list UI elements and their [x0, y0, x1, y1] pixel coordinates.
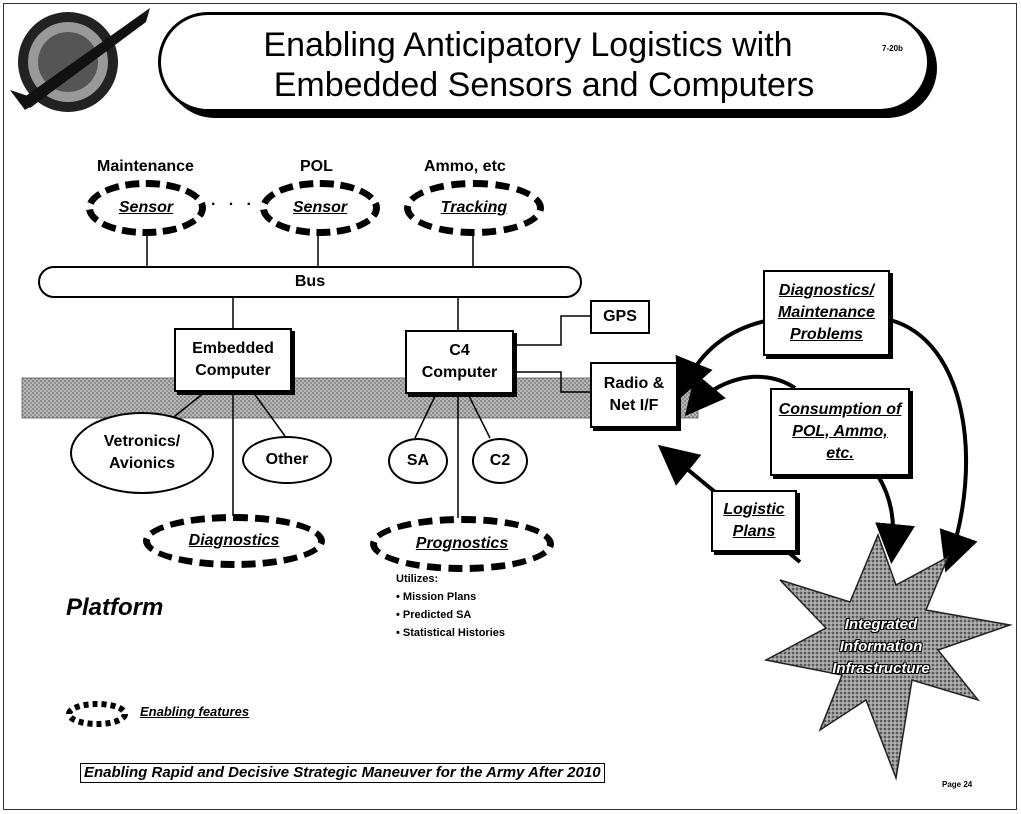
utilizes-block: Utilizes: • Mission Plans • Predicted SA…	[396, 570, 505, 642]
maintenance-label: Maintenance	[97, 158, 194, 175]
prognostics-oval: Prognostics	[370, 516, 554, 572]
maintenance-sensor-oval: Sensor	[86, 180, 206, 236]
embedded-computer-box: Embedded Computer	[174, 328, 292, 392]
bus-label: Bus	[294, 273, 326, 290]
arrow-diag-to-infra	[889, 318, 978, 573]
consumption-box: Consumption of POL, Ammo, etc.	[770, 388, 910, 476]
platform-label: Platform	[66, 594, 164, 621]
sa-oval: SA	[388, 438, 448, 484]
legend-label: Enabling features	[140, 704, 250, 719]
diagnostics-oval: Diagnostics	[143, 514, 325, 568]
radio-label: Radio & Net I/F	[603, 375, 665, 414]
maintenance-sensor-label: Sensor	[118, 199, 174, 216]
diagnostics-maintenance-box: Diagnostics/ Maintenance Problems	[763, 270, 890, 356]
tracking-oval: Tracking	[404, 180, 544, 236]
title-line-1: Enabling Anticipatory Logistics with	[263, 26, 793, 64]
gps-label: GPS	[603, 308, 637, 325]
legend-oval	[66, 701, 128, 727]
utilizes-item: • Mission Plans	[396, 591, 477, 603]
title-line-2: Embedded Sensors and Computers	[273, 66, 815, 104]
c4-computer-label: C4 Computer	[421, 342, 498, 381]
pol-label: POL	[300, 158, 333, 175]
gps-box: GPS	[590, 300, 650, 334]
diagnostics-maintenance-label: Diagnostics/ Maintenance Problems	[778, 282, 875, 343]
vetronics-oval: Vetronics/ Avionics	[70, 412, 214, 494]
bus-bar: Bus	[38, 266, 582, 298]
c2-oval: C2	[472, 438, 528, 484]
infrastructure-label: Integrated Information Infrastructure	[832, 616, 930, 677]
slide-code: 7-20b	[882, 44, 903, 53]
logistic-plans-label: Logistic Plans	[723, 501, 785, 540]
ammo-label: Ammo, etc	[424, 158, 506, 175]
pol-sensor-oval: Sensor	[260, 180, 380, 236]
utilizes-item: • Predicted SA	[396, 609, 472, 621]
logo-seal	[10, 8, 150, 112]
logistic-plans-box: Logistic Plans	[711, 490, 797, 552]
c4-computer-box: C4 Computer	[405, 330, 514, 394]
prognostics-label: Prognostics	[415, 535, 509, 552]
c2-label: C2	[489, 452, 511, 469]
title-box	[158, 12, 930, 112]
radio-box: Radio & Net I/F	[590, 362, 678, 428]
diagnostics-label: Diagnostics	[188, 532, 280, 549]
page-number: Page 24	[942, 780, 973, 789]
pol-sensor-label: Sensor	[292, 199, 348, 216]
tracking-label: Tracking	[440, 199, 508, 216]
ellipsis-dots: · · ·	[211, 196, 256, 213]
slide-frame	[3, 3, 1017, 810]
footer-banner: Enabling Rapid and Decisive Strategic Ma…	[80, 763, 605, 783]
other-oval: Other	[242, 436, 332, 484]
vetronics-label: Vetronics/ Avionics	[103, 433, 181, 472]
arrow-cons-to-infra	[875, 474, 915, 564]
connector-lines	[146, 236, 590, 518]
utilizes-item: • Statistical Histories	[396, 627, 506, 639]
platform-band	[21, 377, 699, 419]
arrow-cons-to-radio	[684, 372, 797, 417]
utilizes-heading: Utilizes:	[396, 573, 439, 585]
other-label: Other	[265, 451, 309, 468]
sa-label: SA	[406, 452, 430, 469]
embedded-computer-label: Embedded Computer	[192, 340, 274, 379]
consumption-label: Consumption of POL, Ammo, etc.	[778, 401, 902, 462]
infrastructure-star	[763, 532, 1013, 781]
